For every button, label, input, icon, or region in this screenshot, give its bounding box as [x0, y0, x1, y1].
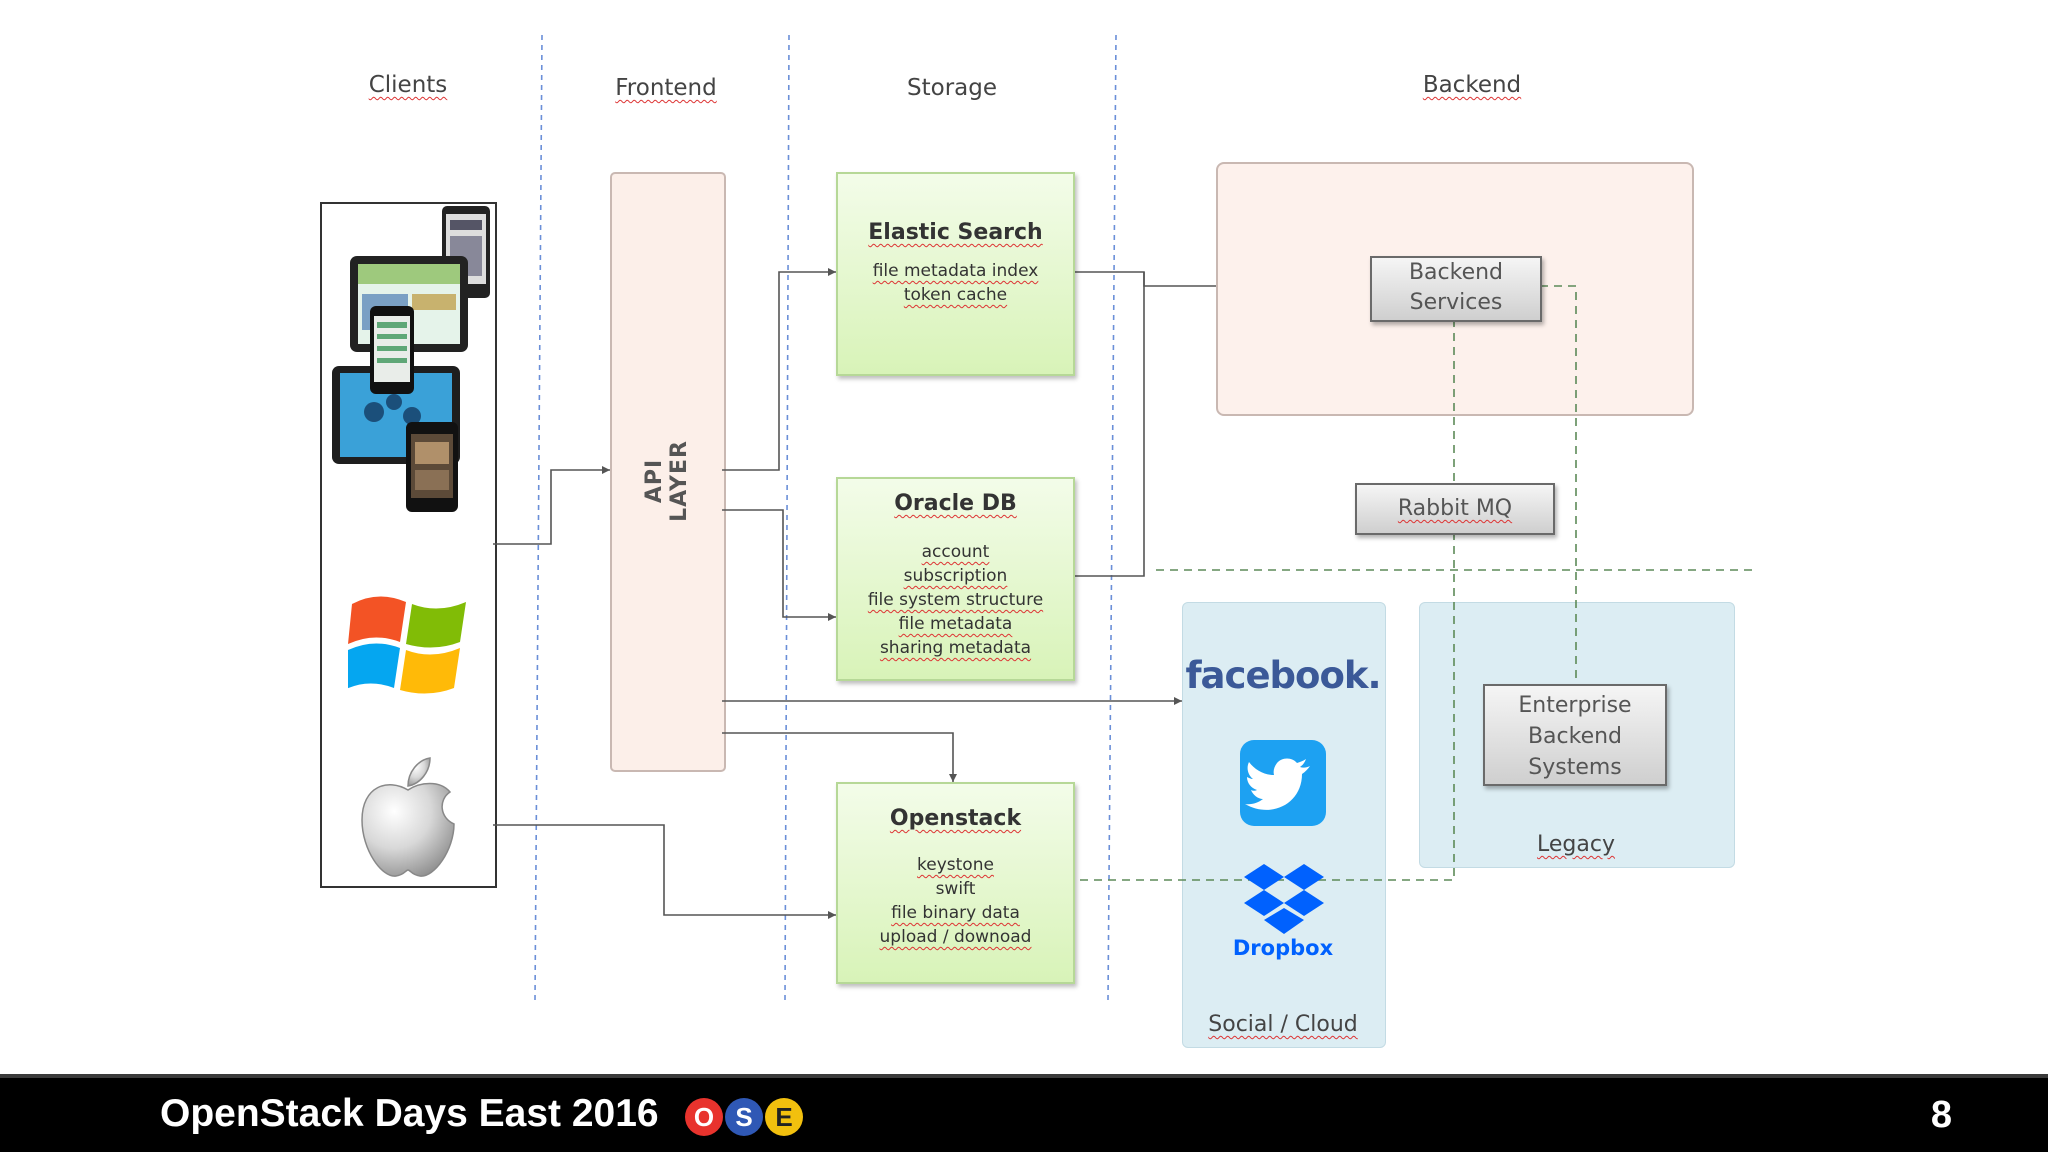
- oracle-line: file system structure: [867, 590, 1044, 610]
- apple-logo-icon: [358, 754, 458, 880]
- oracle-line: subscription: [903, 566, 1008, 586]
- rabbit-mq-box: Rabbit MQ: [1355, 483, 1555, 535]
- windows-logo-icon: [344, 588, 470, 702]
- api-layer-label: API LAYER: [642, 440, 692, 522]
- oracle-line: account: [921, 542, 990, 562]
- elastic-line: file metadata index: [872, 261, 1039, 281]
- social-cloud-label: Social / Cloud: [1208, 1012, 1358, 1037]
- clients-column-title: Clients: [368, 72, 448, 98]
- api-layer-box: [610, 172, 726, 772]
- oracle-line: sharing metadata: [879, 638, 1032, 658]
- elastic-search-box: Elastic Search file metadata index token…: [836, 172, 1075, 376]
- badge-e: E: [765, 1098, 803, 1136]
- badge-s: S: [725, 1098, 763, 1136]
- oracle-line: file metadata: [898, 614, 1013, 634]
- oracle-db-box: Oracle DB account subscription file syst…: [836, 477, 1075, 681]
- solid-connectors: [493, 271, 1216, 916]
- openstack-line: keystone: [917, 855, 994, 875]
- facebook-logo: facebook.: [1185, 654, 1381, 697]
- dashed-connectors: [1071, 285, 1752, 881]
- backend-services-box: Backend Services: [1370, 256, 1542, 322]
- page-number: 8: [1930, 1094, 1952, 1136]
- openstack-line: file binary data: [891, 903, 1020, 923]
- dropbox-label: Dropbox: [1232, 936, 1334, 960]
- dropbox-icon: [1242, 862, 1326, 938]
- arrowheads: [602, 268, 1182, 919]
- mobile-devices-icon: [332, 206, 492, 512]
- backend-column-title: Backend: [1422, 72, 1522, 98]
- frontend-column-title: Frontend: [615, 75, 717, 101]
- event-title: OpenStack Days East 2016: [160, 1092, 659, 1135]
- openstack-line: swift: [935, 879, 976, 899]
- footer-bar: OpenStack Days East 2016 O S E 8: [0, 1074, 2048, 1152]
- column-dividers: [534, 34, 1117, 1001]
- storage-column-title: Storage: [907, 75, 997, 101]
- badge-o: O: [685, 1098, 723, 1136]
- openstack-box: Openstack keystone swift file binary dat…: [836, 782, 1075, 984]
- openstack-line: upload / downoad: [879, 927, 1032, 947]
- legacy-label: Legacy: [1537, 832, 1615, 857]
- enterprise-backend-box: Enterprise Backend Systems: [1483, 684, 1667, 786]
- legacy-region: [1419, 602, 1735, 868]
- twitter-bird-icon: [1240, 740, 1326, 826]
- elastic-line: token cache: [903, 285, 1008, 305]
